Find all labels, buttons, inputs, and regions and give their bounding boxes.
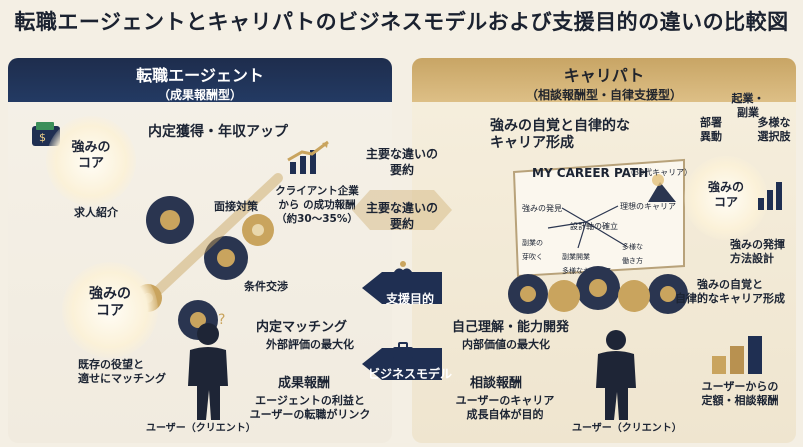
- core-glow-bottom: [62, 262, 158, 358]
- self-title: 自己理解・能力開発: [452, 320, 570, 335]
- matching-subtitle: 外部評価の最大化: [266, 338, 354, 351]
- reward-title: 成果報酬: [278, 376, 331, 391]
- left-goal: 内定獲得・年収アップ: [148, 124, 288, 140]
- left-panel-header: 転職エージェント （成果報酬型）: [8, 58, 392, 102]
- side-biz-label: 起業・ 副業: [731, 92, 765, 119]
- left-header-subtitle: （成果報酬型）: [157, 88, 242, 102]
- board-item-4: 副業の 芽吹く: [522, 239, 543, 261]
- client-fee-label: クライアント企業 から の成功報酬 （約30〜35%）: [275, 185, 359, 225]
- reward-subtitle: エージェントの利益と ユーザーの転職がリンク: [249, 394, 371, 421]
- core-label-top: 強みの コア: [71, 140, 111, 171]
- user-label-left: ユーザー（クリエント）: [146, 423, 256, 434]
- briefcase-icon: [393, 342, 413, 359]
- core-label-bottom: 強みの コア: [89, 286, 131, 319]
- fee-label: ユーザーからの 定額・相談報酬: [701, 380, 779, 407]
- user-silhouette-left: ?: [188, 312, 228, 420]
- left-panel: 転職エージェント （成果報酬型） $ 強みの コア 内定獲得・年収アップ クライ…: [8, 58, 392, 443]
- board-item-6: 多様な 働き方: [622, 243, 643, 265]
- right-panel-header: キャリパト （相談報酬型・自律支援型）: [412, 58, 796, 102]
- core-label-right: 強みの コア: [707, 180, 744, 209]
- rising-bars-icon: [758, 182, 782, 210]
- center-connector: [352, 190, 452, 380]
- right-goal: 強みの自覚と自律的な キャリア形成: [490, 118, 630, 151]
- board-item-2: 設計軸の確立: [570, 222, 618, 231]
- page-title: 転職エージェントとキャリパトのビジネスモデルおよび支援目的の違いの比較図: [14, 10, 789, 34]
- board-item-3: 理想のキャリア: [620, 202, 676, 211]
- dept-label: 部署 異動: [700, 116, 722, 143]
- hands-support-icon: [394, 261, 412, 276]
- diff-summary-1: 主要な違いの 要約: [365, 147, 438, 177]
- career-path-board: [512, 158, 685, 278]
- consult-subtitle: ユーザーのキャリア 成長自体が目的: [455, 394, 555, 421]
- board-age: （30代キャリア）: [626, 168, 693, 177]
- board-title: MY CAREER PATH: [532, 166, 649, 180]
- svg-text:?: ?: [218, 312, 225, 328]
- matching-note: 既存の役望と 適せにマッチング: [78, 358, 166, 385]
- business-model-label: ビジネスモデル: [367, 367, 452, 381]
- awareness-label: 強みの自覚と 自律的なキャリア形成: [675, 278, 785, 305]
- diverse-label: 多様な 選択肢: [757, 116, 791, 143]
- negotiation-label: 条件交渉: [244, 280, 288, 293]
- growth-chart-icon: [287, 140, 329, 174]
- right-panel: キャリパト （相談報酬型・自律支援型） 強みの自覚と自律的な キャリア形成 MY…: [412, 58, 796, 443]
- diff-summary-2: 主要な違いの 要約: [365, 201, 438, 231]
- core-glow-right: [684, 156, 768, 240]
- svg-text:$: $: [39, 131, 46, 144]
- left-header-title: 転職エージェント: [136, 66, 264, 85]
- right-header-title: キャリパト: [563, 66, 645, 85]
- right-header-subtitle: （相談報酬型・自律支援型）: [525, 88, 682, 102]
- gears-row-illustration: [508, 266, 688, 314]
- method-label: 強みの発揮 方法設計: [730, 238, 785, 265]
- board-item-1: 強みの発見: [522, 204, 562, 213]
- support-purpose-label: 支援目的: [385, 292, 434, 306]
- consult-title: 相談報酬: [470, 376, 523, 391]
- user-label-right: ユーザー（クリエント）: [572, 423, 682, 434]
- self-subtitle: 内部価値の最大化: [462, 338, 550, 351]
- matching-title: 内定マッチング: [256, 320, 348, 335]
- referral-label: 求人紹介: [74, 206, 118, 219]
- user-silhouette-right: [596, 330, 636, 420]
- coins-icon: [712, 336, 762, 374]
- interview-label: 面接対策: [214, 200, 258, 213]
- core-glow-top: [46, 116, 136, 206]
